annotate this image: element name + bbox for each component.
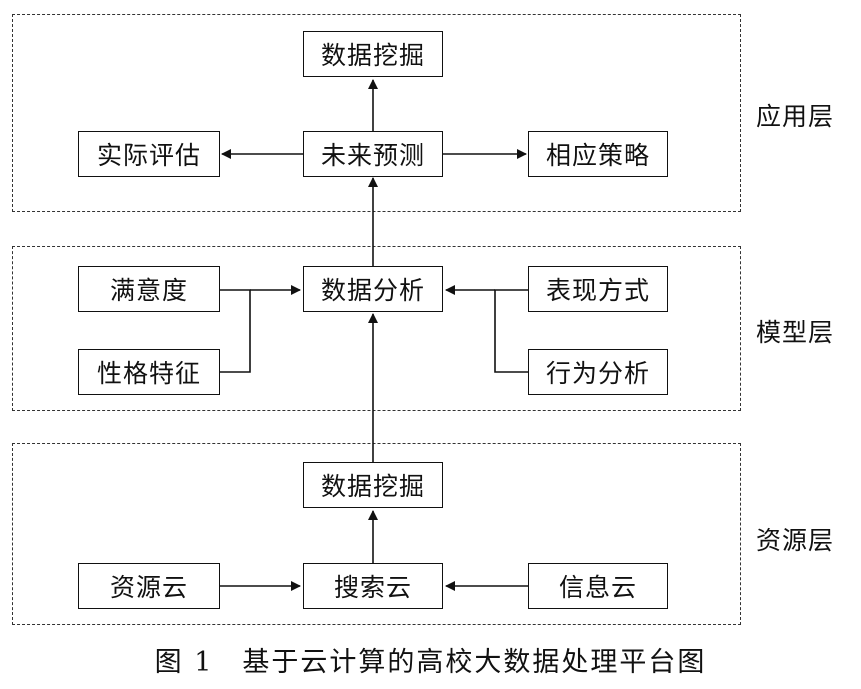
model-layer-label: 模型层 [756,318,835,347]
node-corresponding-strategy: 相应策略 [528,131,668,177]
application-layer-label: 应用层 [756,102,835,131]
bracket-left [220,289,251,373]
node-personality: 性格特征 [78,349,220,395]
node-info-cloud: 信息云 [528,563,668,609]
node-behavior-analysis: 行为分析 [528,349,668,395]
node-resource-cloud: 资源云 [78,563,220,609]
node-future-prediction: 未来预测 [303,131,443,177]
figure-caption: 图 1 基于云计算的高校大数据处理平台图 [154,647,707,678]
node-actual-evaluation: 实际评估 [78,131,220,177]
application-layer [12,14,741,212]
resource-layer [12,443,741,625]
node-resource-data-mining: 数据挖掘 [303,462,443,508]
node-performance: 表现方式 [528,266,668,312]
model-layer [12,246,741,411]
node-satisfaction: 满意度 [78,266,220,312]
node-search-cloud: 搜索云 [303,563,443,609]
node-data-analysis: 数据分析 [303,266,443,312]
bracket-right [494,289,528,373]
node-app-data-mining: 数据挖掘 [303,31,443,77]
resource-layer-label: 资源层 [756,526,835,555]
